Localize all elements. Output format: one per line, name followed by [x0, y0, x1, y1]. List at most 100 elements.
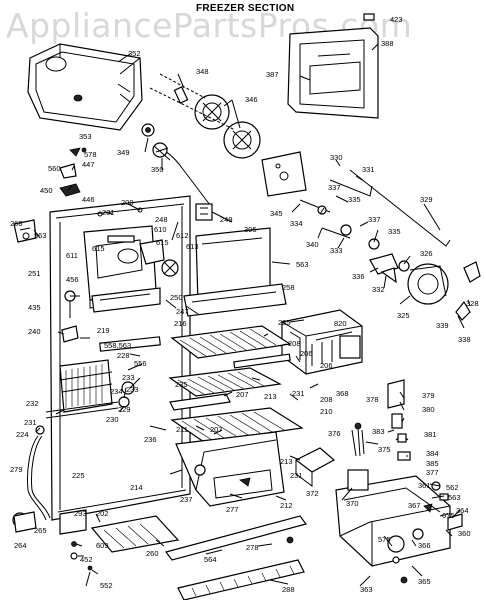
- part-label-265: 265: [34, 526, 47, 535]
- ice-storage-bin: [175, 431, 285, 507]
- auger-motor: [398, 260, 481, 321]
- part-label-225: 225: [72, 471, 85, 480]
- part-label-234: 234: [110, 387, 123, 396]
- part-label-377: 377: [426, 468, 439, 477]
- part-label-231-b: 231: [24, 418, 37, 427]
- part-label-250: 250: [170, 293, 183, 302]
- part-label-353: 353: [79, 132, 92, 141]
- part-label-337-b: 337: [368, 215, 381, 224]
- part-label-820: 820: [334, 319, 347, 328]
- part-label-207-b: 207: [210, 425, 223, 434]
- part-label-368: 368: [336, 389, 349, 398]
- part-label-258: 258: [282, 283, 295, 292]
- part-label-212: 212: [280, 501, 293, 510]
- part-label-251: 251: [28, 269, 41, 278]
- lower-shelf: [169, 393, 304, 443]
- part-label-339: 339: [436, 321, 449, 330]
- part-label-231: 231: [292, 389, 305, 398]
- dispenser-small-parts: [392, 481, 463, 584]
- part-label-452: 452: [80, 555, 93, 564]
- part-label-363: 363: [360, 585, 373, 594]
- part-label-556: 556: [134, 359, 147, 368]
- part-label-446: 446: [82, 195, 95, 204]
- part-label-340: 340: [306, 240, 319, 249]
- part-label-615-b: 615: [156, 238, 169, 247]
- damper-assembly: [61, 287, 161, 343]
- part-label-384: 384: [426, 449, 439, 458]
- part-label-335-b: 335: [388, 227, 401, 236]
- part-label-552: 552: [100, 581, 113, 590]
- leader-lines: [33, 43, 471, 587]
- part-label-213: 213: [264, 392, 277, 401]
- part-label-210: 210: [320, 407, 333, 416]
- part-label-213-b: 213: [280, 457, 293, 466]
- part-label-563-b: 563: [296, 260, 309, 269]
- part-number-labels: 352 353 348 346 349 350 423 388 387 578 …: [10, 15, 479, 594]
- part-label-224: 224: [16, 430, 29, 439]
- part-label-219: 219: [97, 326, 110, 335]
- part-label-279: 279: [10, 465, 23, 474]
- part-label-380: 380: [422, 405, 435, 414]
- ice-door: [287, 13, 379, 119]
- part-label-378: 378: [366, 395, 379, 404]
- part-label-235: 235: [278, 318, 291, 327]
- part-label-613: 613: [186, 242, 199, 251]
- part-label-615: 615: [92, 244, 105, 253]
- part-label-611: 611: [66, 251, 78, 260]
- part-label-435: 435: [28, 303, 41, 312]
- part-label-370: 370: [346, 499, 359, 508]
- part-label-560: 560: [48, 164, 61, 173]
- part-label-236: 236: [144, 435, 157, 444]
- upper-shelf: [168, 325, 292, 397]
- part-label-349: 349: [117, 148, 130, 157]
- part-label-248: 248: [155, 215, 168, 224]
- part-label-610: 610: [154, 225, 167, 234]
- part-label-233-b: 233: [126, 385, 139, 394]
- part-label-564: 564: [204, 555, 217, 564]
- part-label-352: 352: [128, 49, 141, 58]
- section-title: FREEZER SECTION: [196, 3, 295, 14]
- part-label-563: 563: [34, 231, 47, 240]
- part-label-372: 372: [306, 489, 319, 498]
- part-label-367: 367: [408, 501, 421, 510]
- part-label-229: 229: [118, 405, 131, 414]
- part-label-376: 376: [328, 429, 341, 438]
- part-label-329: 329: [420, 195, 433, 204]
- part-label-381: 381: [424, 430, 437, 439]
- part-label-264: 264: [14, 541, 27, 550]
- part-label-558-563: 558,563: [104, 341, 131, 350]
- part-label-350: 350: [151, 165, 164, 174]
- part-label-562: 562: [446, 483, 459, 492]
- part-label-207: 207: [236, 390, 249, 399]
- part-label-346: 346: [245, 95, 258, 104]
- part-label-208: 208: [288, 339, 301, 348]
- part-label-335: 335: [348, 195, 361, 204]
- part-label-240: 240: [28, 327, 41, 336]
- part-label-293: 293: [74, 509, 87, 518]
- control-cover: [294, 447, 336, 487]
- part-label-361: 361: [418, 481, 431, 490]
- part-label-675: 675: [442, 511, 455, 520]
- drive-coupler: [141, 123, 211, 206]
- part-label-365: 365: [418, 577, 431, 586]
- part-label-230: 230: [106, 415, 119, 424]
- part-label-379: 379: [422, 391, 435, 400]
- part-label-325: 325: [397, 311, 410, 320]
- part-label-383: 383: [372, 427, 385, 436]
- fasteners: [70, 541, 99, 575]
- part-label-268: 268: [10, 219, 23, 228]
- part-label-233: 233: [122, 373, 135, 382]
- part-label-578: 578: [84, 150, 97, 159]
- kick-plate: [164, 515, 308, 600]
- part-label-206-b: 206: [320, 361, 333, 370]
- part-label-388: 388: [381, 39, 394, 48]
- part-label-364: 364: [456, 506, 469, 515]
- part-label-249: 249: [220, 215, 233, 224]
- dispenser-housing: [335, 469, 451, 567]
- ice-bucket: [27, 43, 143, 131]
- part-label-563-c: 563: [448, 493, 461, 502]
- air-duct: [183, 283, 287, 317]
- evaporator-coil: [59, 336, 161, 413]
